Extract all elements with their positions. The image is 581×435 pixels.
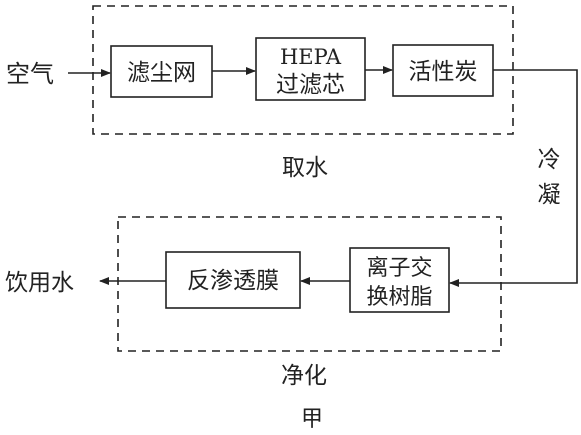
purification-stage-border bbox=[117, 216, 502, 352]
condensation-label-char-1: 冷 bbox=[538, 147, 561, 173]
drinking-water-output-label: 饮用水 bbox=[5, 270, 74, 296]
ion-exchange-label-line-2: 换树脂 bbox=[366, 285, 432, 310]
hepa-filter-box bbox=[255, 37, 366, 101]
air-input-label: 空气 bbox=[6, 60, 54, 88]
figure-caption: 甲 bbox=[301, 407, 323, 432]
dust-filter-label: 滤尘网 bbox=[127, 60, 196, 86]
purification-stage-label: 净化 bbox=[281, 363, 327, 389]
filter-core-label: 过滤芯 bbox=[276, 72, 345, 98]
condensation-connector bbox=[449, 69, 578, 287]
extraction-stage-label: 取水 bbox=[282, 155, 328, 181]
activated-carbon-box bbox=[392, 44, 494, 97]
condensation-label-char-2: 凝 bbox=[538, 182, 561, 208]
reverse-osmosis-label: 反渗透膜 bbox=[187, 268, 279, 294]
activated-carbon-label: 活性炭 bbox=[409, 59, 478, 85]
ion-exchange-label-line-1: 离子交 bbox=[366, 256, 432, 281]
reverse-osmosis-box bbox=[165, 251, 301, 309]
hepa-label: HEPA bbox=[280, 45, 342, 69]
ion-exchange-box bbox=[349, 247, 450, 313]
